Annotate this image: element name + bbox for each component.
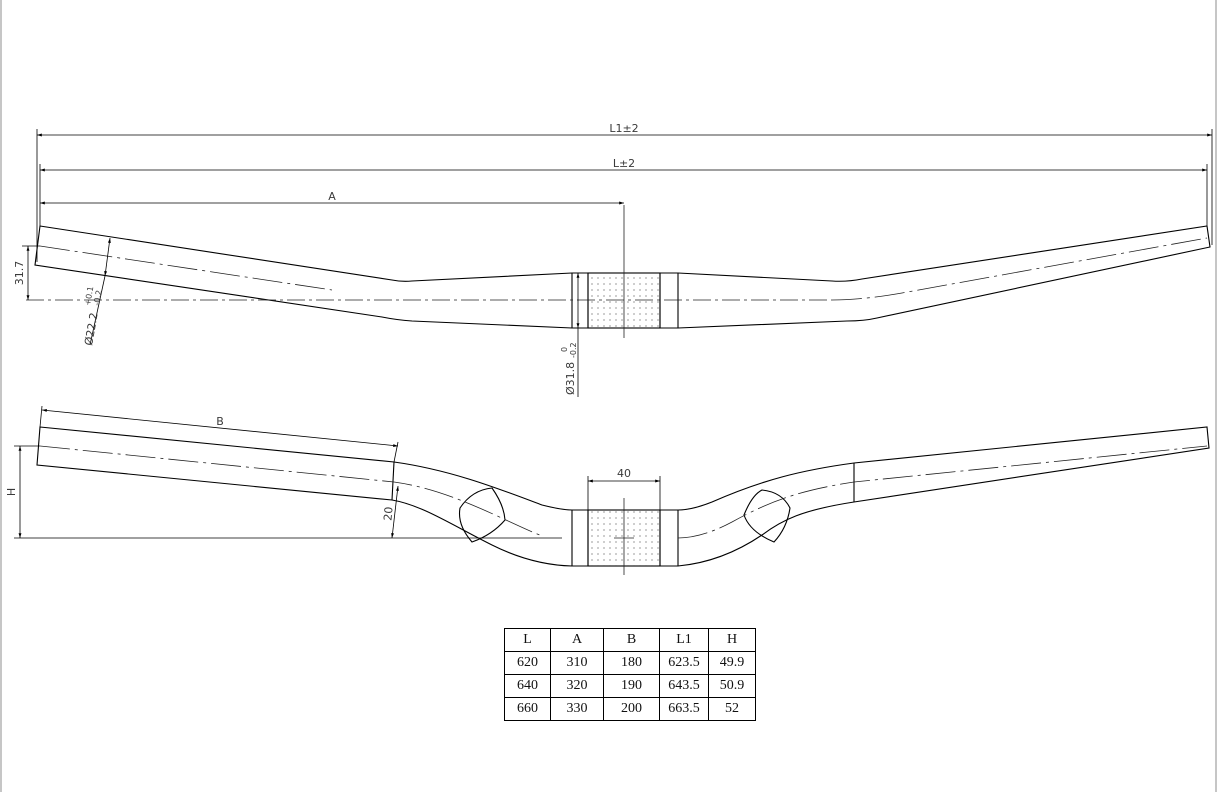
centerline-right-end (831, 237, 1208, 301)
table-row: 620 310 180 623.5 49.9 (504, 651, 756, 675)
label-20: 20 (381, 506, 395, 521)
table-cell: 320 (550, 674, 604, 698)
table-cell: 663.5 (659, 697, 709, 721)
table-cell: 180 (603, 651, 660, 675)
label-40: 40 (617, 467, 631, 480)
table-cell: 52 (708, 697, 756, 721)
label-end-tol-lower: -0.2 (92, 289, 104, 306)
table-header-cell: B (603, 628, 660, 652)
label-B: B (216, 415, 224, 428)
centerline-front-right (677, 445, 1208, 539)
table-cell: 620 (504, 651, 551, 675)
table-cell: 310 (550, 651, 604, 675)
front-view-bend-right (743, 489, 791, 543)
label-clamp-diameter: Ø31.8 (564, 362, 577, 395)
centerline-front-left (39, 445, 543, 537)
table-cell: 330 (550, 697, 604, 721)
label-clamp-tol-upper: 0 (560, 347, 569, 352)
table-header-cell: A (550, 628, 604, 652)
table-row: 660 330 200 663.5 52 (504, 697, 756, 721)
top-view-dimensions (22, 129, 1213, 397)
ext-line (393, 441, 399, 463)
dim-line-20 (391, 485, 399, 539)
table-cell: 200 (603, 697, 660, 721)
centerline-left-end (39, 245, 333, 291)
label-end-tol-upper: +0.1 (83, 286, 95, 307)
top-view-tube-outline (34, 225, 1211, 329)
table-header-cell: L (504, 628, 551, 652)
label-end-diameter: Ø22.2 (82, 312, 101, 347)
label-clamp-tol-lower: -0.2 (569, 342, 578, 358)
table-cell: 640 (504, 674, 551, 698)
front-view-dim-labels: B H 20 40 (5, 415, 631, 521)
top-view-dim-labels: L1±2 L±2 A 31.7 Ø22.2 +0.1 -0.2 Ø31.8 0 … (13, 122, 639, 395)
label-A: A (328, 190, 336, 203)
front-view-centerlines (39, 445, 1208, 575)
front-view-bend-left (458, 487, 506, 543)
table-cell: 643.5 (659, 674, 709, 698)
table-header-cell: L1 (659, 628, 709, 652)
front-view (36, 426, 1210, 567)
ext-line (39, 405, 43, 428)
table-cell: 623.5 (659, 651, 709, 675)
label-rise-offset: 31.7 (13, 261, 26, 286)
table-header-row: L A B L1 H (504, 628, 756, 652)
dim-line-B (41, 409, 399, 447)
label-L: L±2 (613, 157, 635, 170)
table-row: 640 320 190 643.5 50.9 (504, 674, 756, 698)
top-view-centerlines (26, 205, 1208, 338)
table-cell: 50.9 (708, 674, 756, 698)
front-view-tube-outline (36, 426, 1210, 567)
table-cell: 49.9 (708, 651, 756, 675)
table-header-cell: H (708, 628, 756, 652)
label-L1: L1±2 (609, 122, 638, 135)
table-cell: 190 (603, 674, 660, 698)
label-H: H (5, 488, 18, 496)
front-view-dimensions (14, 405, 661, 539)
front-view-band-line (391, 461, 395, 501)
size-table: L A B L1 H 620 310 180 623.5 49.9 640 32… (504, 628, 756, 721)
leader-end-diameter (89, 275, 106, 346)
table-cell: 660 (504, 697, 551, 721)
top-view (34, 225, 1211, 329)
dim-line-end-diameter (104, 237, 111, 277)
